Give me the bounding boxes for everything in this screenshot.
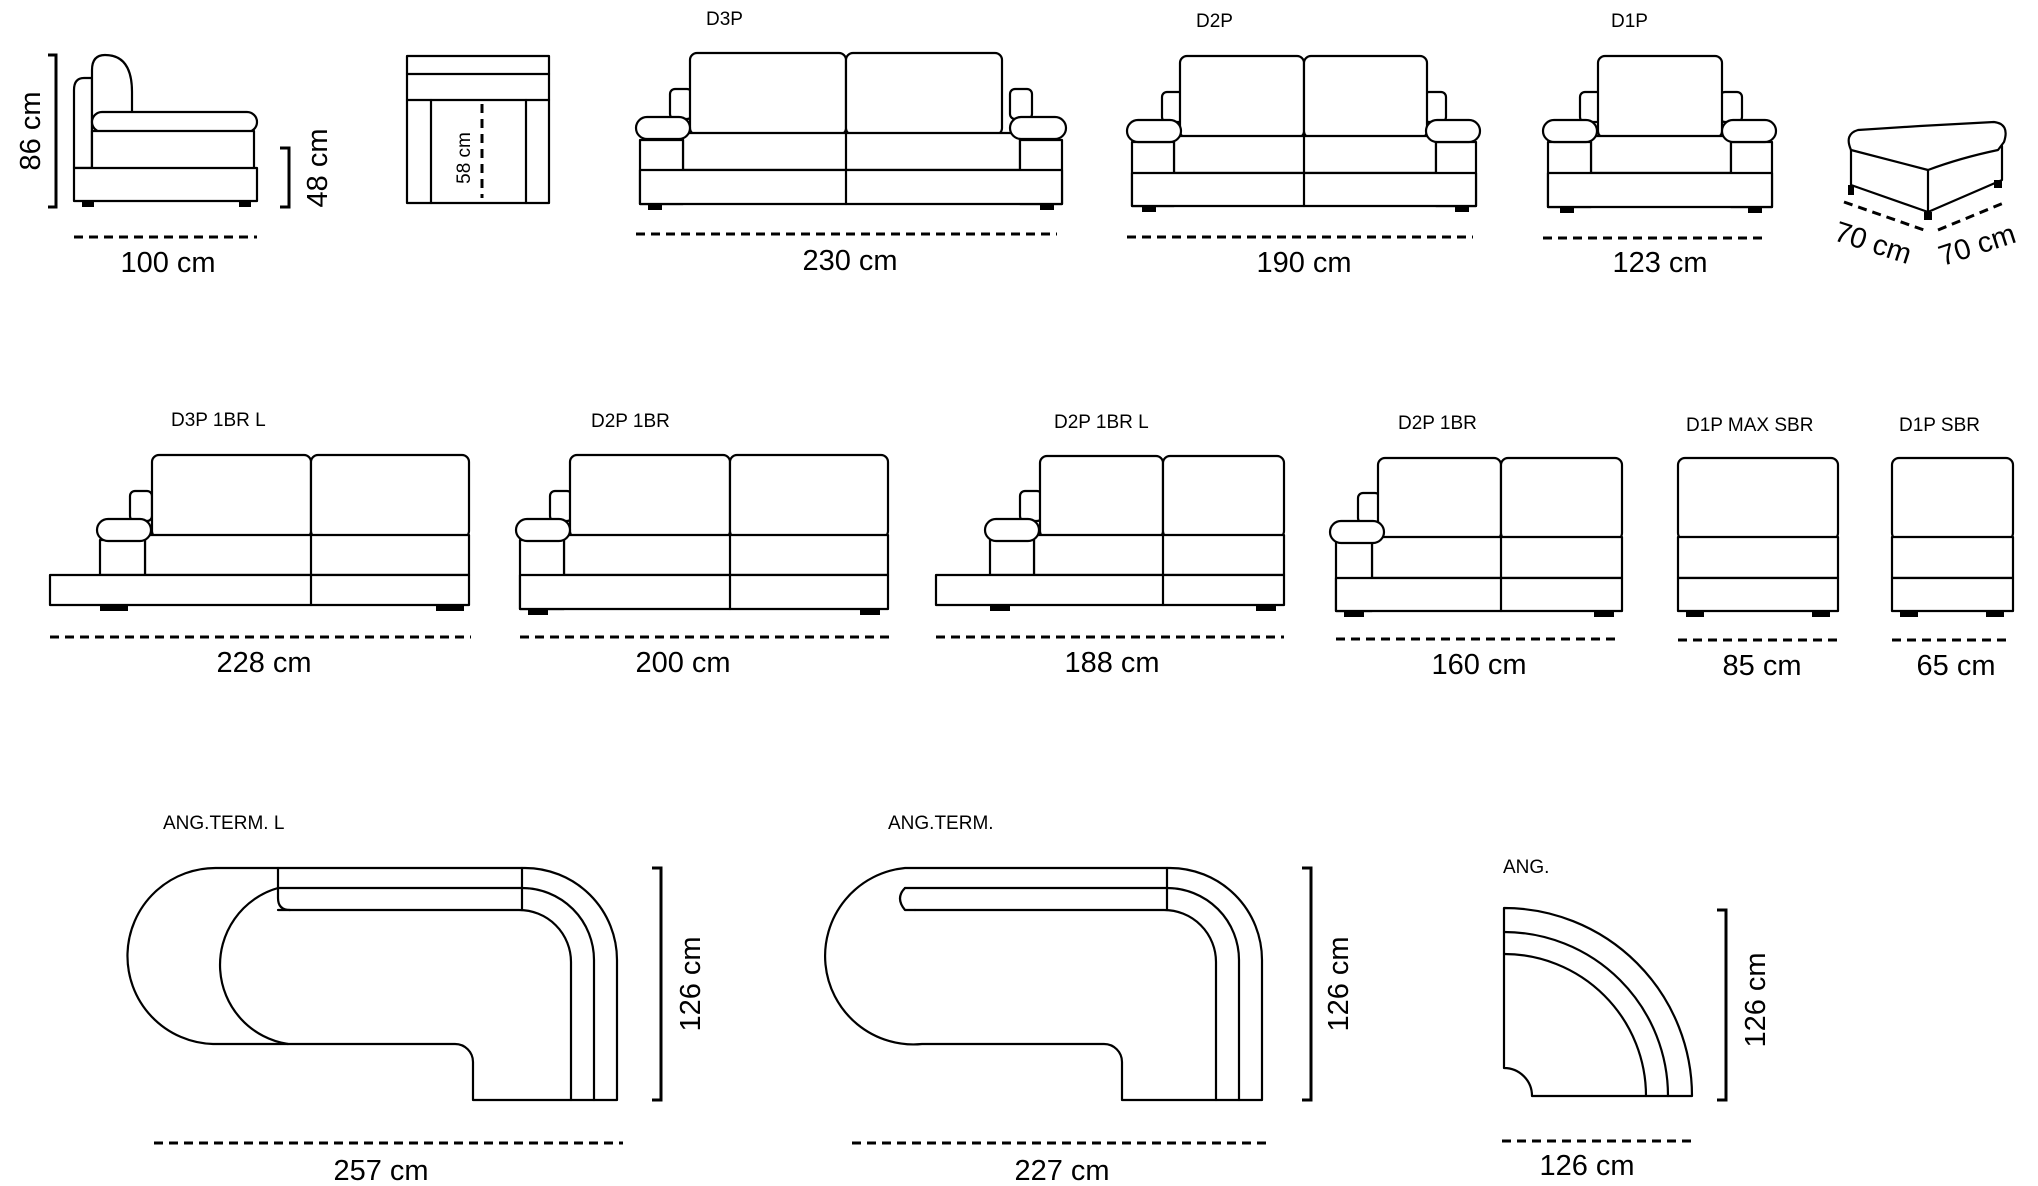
ang-width-dimension: 126 cm xyxy=(1502,1139,1692,1182)
ang-depth-label: 126 cm xyxy=(1740,952,1772,1047)
d1p-sbr-drawing xyxy=(1890,456,2015,617)
d1p-max-sbr-width-label: 85 cm xyxy=(1723,650,1802,682)
d1p-max-sbr-code: D1P MAX SBR xyxy=(1686,415,1813,436)
d2p-1br-b-width-label: 160 cm xyxy=(1431,649,1526,681)
d2p-1br-b-width-dimension: 160 cm xyxy=(1336,637,1620,681)
d3p-1br-l-width-dimension: 228 cm xyxy=(50,635,471,679)
d1p-sbr-width-label: 65 cm xyxy=(1917,650,1996,682)
seat-depth-view-drawing: 58 cm xyxy=(405,54,551,205)
ang-term-l-depth-label: 126 cm xyxy=(675,936,707,1031)
d3p-1br-l-width-label: 228 cm xyxy=(216,647,311,679)
d2p-1br-b-code: D2P 1BR xyxy=(1398,413,1477,434)
pouf-width-label: 70 cm xyxy=(1935,218,2020,273)
d1p-max-sbr-width-dimension: 85 cm xyxy=(1678,638,1838,682)
ang-term-l-width-label: 257 cm xyxy=(333,1155,428,1181)
ang-term-drawing xyxy=(823,866,1264,1102)
ang-term-depth-dimension: 126 cm xyxy=(1302,866,1355,1102)
d1p-drawing xyxy=(1541,54,1778,213)
ang-term-width-label: 227 cm xyxy=(1014,1155,1109,1181)
pouf-depth-dimension: 70 cm xyxy=(1830,200,1925,271)
ang-width-label: 126 cm xyxy=(1539,1150,1634,1181)
side-depth-label: 100 cm xyxy=(120,247,215,279)
side-height-label: 86 cm xyxy=(15,92,47,171)
d2p-1br-a-drawing xyxy=(514,453,890,615)
ang-term-depth-label: 126 cm xyxy=(1323,936,1355,1031)
ang-term-l-drawing xyxy=(126,866,619,1102)
ang-term-l-depth-dimension: 126 cm xyxy=(652,866,707,1102)
d1p-sbr-code: D1P SBR xyxy=(1899,415,1980,436)
ang-drawing xyxy=(1502,906,1694,1098)
d2p-1br-a-width-label: 200 cm xyxy=(635,647,730,679)
d3p-1br-l-code: D3P 1BR L xyxy=(171,410,266,431)
d2p-width-label: 190 cm xyxy=(1256,247,1351,279)
d1p-sbr-width-dimension: 65 cm xyxy=(1892,638,2012,682)
d2p-1br-a-code: D2P 1BR xyxy=(591,411,670,432)
d2p-1br-b-drawing xyxy=(1328,456,1624,617)
ang-term-code: ANG.TERM. xyxy=(888,813,994,834)
d3p-1br-l-drawing xyxy=(48,453,471,611)
d1p-width-dimension: 123 cm xyxy=(1543,236,1768,279)
side-depth-dimension: 100 cm xyxy=(74,235,257,279)
side-view-drawing xyxy=(72,53,259,207)
side-height-dimension: 86 cm xyxy=(15,53,58,209)
seat-height-label: 48 cm xyxy=(302,129,334,208)
d3p-width-dimension: 230 cm xyxy=(636,232,1057,277)
ang-term-l-width-dimension: 257 cm xyxy=(154,1141,623,1186)
ang-depth-dimension: 126 cm xyxy=(1717,908,1772,1102)
d1p-code: D1P xyxy=(1611,11,1648,32)
d2p-width-dimension: 190 cm xyxy=(1127,235,1473,279)
d2p-drawing xyxy=(1125,54,1482,212)
d2p-1br-l-width-label: 188 cm xyxy=(1064,647,1159,679)
d2p-1br-l-code: D2P 1BR L xyxy=(1054,412,1149,433)
d2p-1br-l-width-dimension: 188 cm xyxy=(936,635,1284,679)
d2p-1br-a-width-dimension: 200 cm xyxy=(520,635,891,679)
pouf-depth-label: 70 cm xyxy=(1830,216,1915,271)
ang-term-l-code: ANG.TERM. L xyxy=(163,813,284,834)
d3p-code: D3P xyxy=(706,9,743,30)
d3p-width-label: 230 cm xyxy=(802,245,897,277)
seat-height-dimension: 48 cm xyxy=(280,129,334,209)
seat-depth-label: 58 cm xyxy=(454,132,475,184)
d2p-1br-l-drawing xyxy=(934,454,1286,611)
pouf-drawing xyxy=(1847,120,2007,220)
d1p-width-label: 123 cm xyxy=(1612,247,1707,279)
pouf-width-dimension: 70 cm xyxy=(1935,200,2020,273)
ang-code: ANG. xyxy=(1503,857,1549,878)
ang-term-width-dimension: 227 cm xyxy=(852,1141,1272,1186)
d3p-drawing xyxy=(634,51,1068,210)
d2p-code: D2P xyxy=(1196,11,1233,32)
d1p-max-sbr-drawing xyxy=(1676,456,1840,617)
